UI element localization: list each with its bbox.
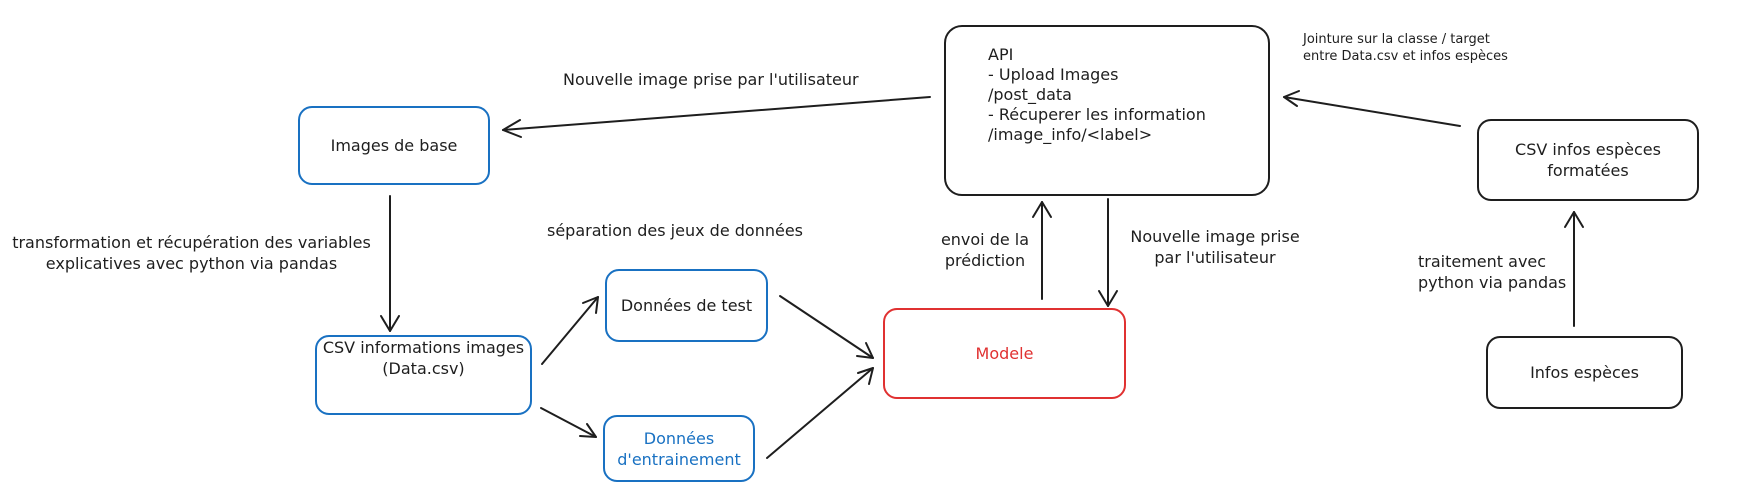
node-infos-especes: Infos espèces (1486, 336, 1683, 409)
edge-species-to-csv (1564, 211, 1584, 327)
node-csv-informations-images: CSV informations images (Data.csv) (315, 335, 532, 415)
node-images-de-base-label: Images de base (330, 136, 458, 155)
annotation-transformation: transformation et récupération des varia… (12, 233, 371, 273)
edge-csv-to-train (540, 407, 597, 438)
annotation-separation: séparation des jeux de données (547, 221, 803, 240)
annotation-nouvelle-image-top: Nouvelle image prise par l'utilisateur (563, 70, 859, 89)
node-csv-informations-images-label: CSV informations images (Data.csv) (322, 338, 525, 378)
node-donnees-entrainement: Données d'entrainement (603, 415, 755, 482)
edge-api-to-images (502, 96, 931, 138)
annotation-nouvelle-image-api: Nouvelle image prise par l'utilisateur (1130, 227, 1300, 267)
node-csv-infos-especes: CSV infos espèces formatées (1477, 119, 1699, 201)
annotation-traitement: traitement avec python via pandas (1418, 252, 1567, 292)
edge-test-to-model (779, 295, 874, 359)
annotation-jointure: Jointure sur la classe / target entre Da… (1303, 32, 1508, 64)
node-api: API - Upload Images /post_data - Récuper… (944, 25, 1270, 196)
annotation-envoi-prediction: envoi de la prédiction (940, 230, 1030, 270)
edge-train-to-model (766, 367, 874, 459)
edge-csv-to-test (541, 296, 599, 365)
node-modele: Modele (883, 308, 1126, 399)
node-images-de-base: Images de base (298, 106, 490, 185)
node-infos-especes-label: Infos espèces (1530, 363, 1639, 382)
edge-model-to-api (1032, 201, 1052, 300)
node-modele-label: Modele (975, 344, 1034, 363)
edge-images-to-csv (380, 195, 400, 332)
node-api-label: API - Upload Images /post_data - Récuper… (988, 45, 1206, 144)
edge-api-to-model (1098, 198, 1118, 307)
edge-species-csv-to-api (1283, 90, 1461, 127)
node-donnees-de-test-label: Données de test (620, 296, 753, 315)
node-donnees-de-test: Données de test (605, 269, 768, 342)
node-donnees-entrainement-label: Données d'entrainement (617, 428, 741, 469)
node-csv-infos-especes-label: CSV infos espèces formatées (1515, 140, 1661, 180)
